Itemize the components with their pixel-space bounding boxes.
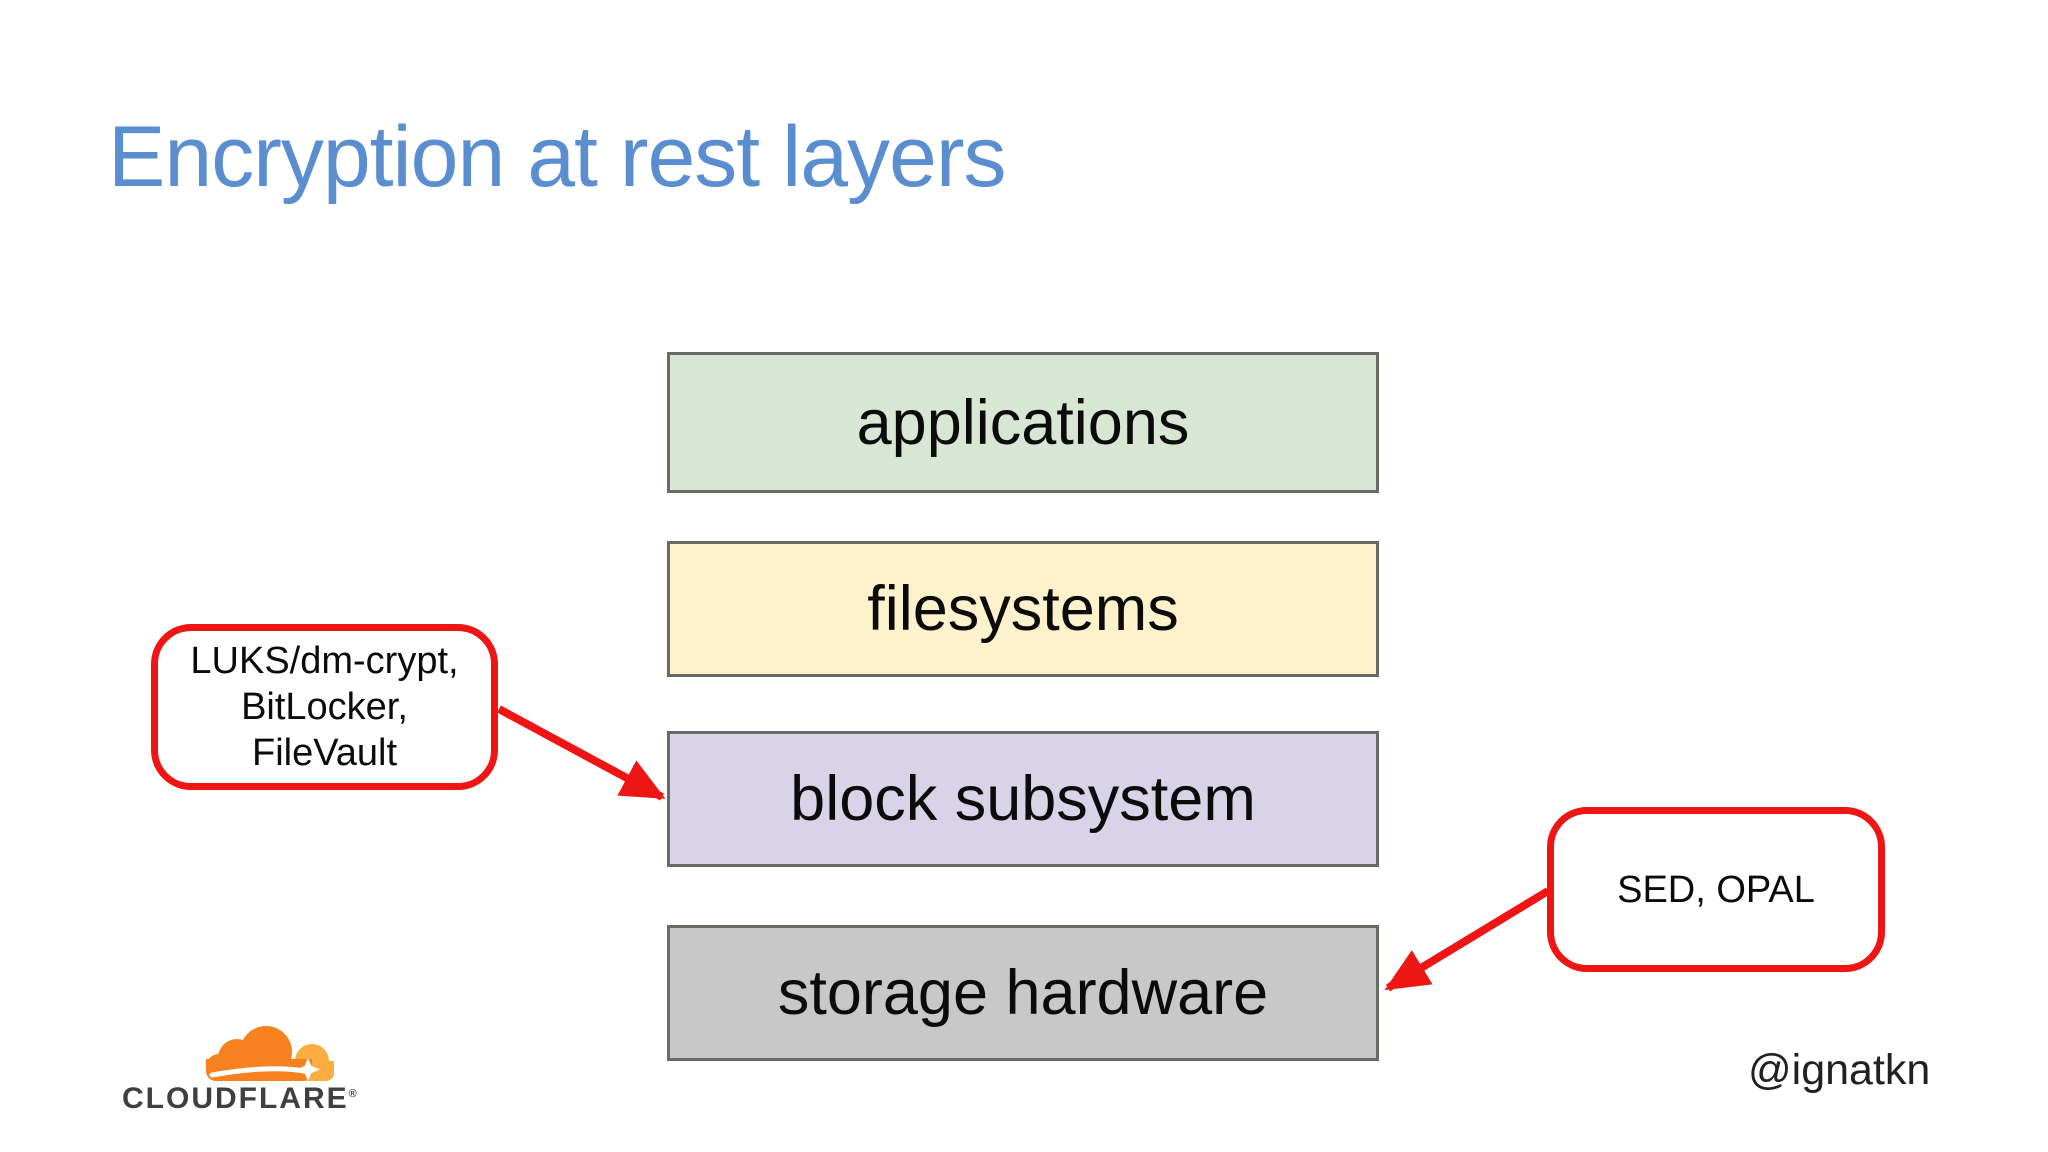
arrow-to-storage-hardware [1384,887,1551,992]
layer-box-storage-hardware: storage hardware [667,925,1379,1061]
layer-box-filesystems: filesystems [667,541,1379,677]
cloudflare-wordmark-text: CLOUDFLARE [122,1082,349,1115]
registered-trademark-symbol: ® [348,1088,357,1100]
layer-label-filesystems: filesystems [867,574,1179,644]
layer-box-block-subsystem: block subsystem [667,731,1379,867]
callout-line: SED, OPAL [1617,868,1815,911]
slide-title: Encryption at rest layers [108,109,1006,205]
twitter-handle: @ignatkn [1748,1046,1931,1094]
layer-label-block-subsystem: block subsystem [790,764,1256,834]
callout-block-encryption-tools: LUKS/dm-crypt, BitLocker, FileVault [151,624,498,790]
cloudflare-wordmark: CLOUDFLARE® [122,1082,357,1116]
cloudflare-cloud-icon [206,1026,334,1081]
layer-label-storage-hardware: storage hardware [777,958,1269,1028]
callout-line: FileVault [251,732,398,774]
arrow-to-block-subsystem [497,705,666,801]
callout-hardware-encryption-tools: SED, OPAL [1547,807,1885,972]
layer-box-applications: applications [667,352,1379,493]
cloudflare-logo: CLOUDFLARE® [118,1020,358,1120]
layer-label-applications: applications [856,387,1190,458]
callout-line: BitLocker, [241,686,408,728]
callout-line: LUKS/dm-crypt, [190,640,459,682]
